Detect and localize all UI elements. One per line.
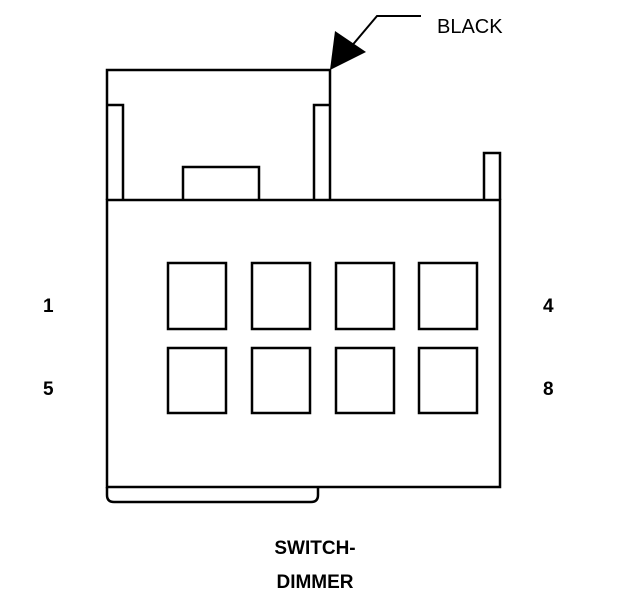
cavity-5 xyxy=(166,346,228,415)
cavity-7 xyxy=(334,346,396,415)
cavity-4 xyxy=(417,261,479,331)
right-latch-rail xyxy=(312,103,330,200)
bottom-lip xyxy=(105,487,320,504)
callout-leader-line xyxy=(349,15,421,49)
pin-label-1: 1 xyxy=(43,296,54,317)
connector-upper-housing xyxy=(105,68,332,200)
center-key-tab xyxy=(181,165,261,200)
cavity-1 xyxy=(166,261,228,331)
cavity-3 xyxy=(334,261,396,331)
pin-label-4: 4 xyxy=(543,296,554,317)
color-callout-label: BLACK xyxy=(437,16,503,38)
connector-body xyxy=(105,198,502,489)
side-post xyxy=(482,151,502,200)
caption-line-1: SWITCH- xyxy=(274,538,356,559)
callout-arrowhead xyxy=(330,31,366,70)
cavity-8 xyxy=(417,346,479,415)
pin-label-8: 8 xyxy=(543,379,554,400)
caption-line-2: DIMMER xyxy=(276,572,354,593)
cavity-6 xyxy=(250,346,312,415)
left-latch-rail xyxy=(107,103,125,200)
cavity-2 xyxy=(250,261,312,331)
pin-label-5: 5 xyxy=(43,379,54,400)
